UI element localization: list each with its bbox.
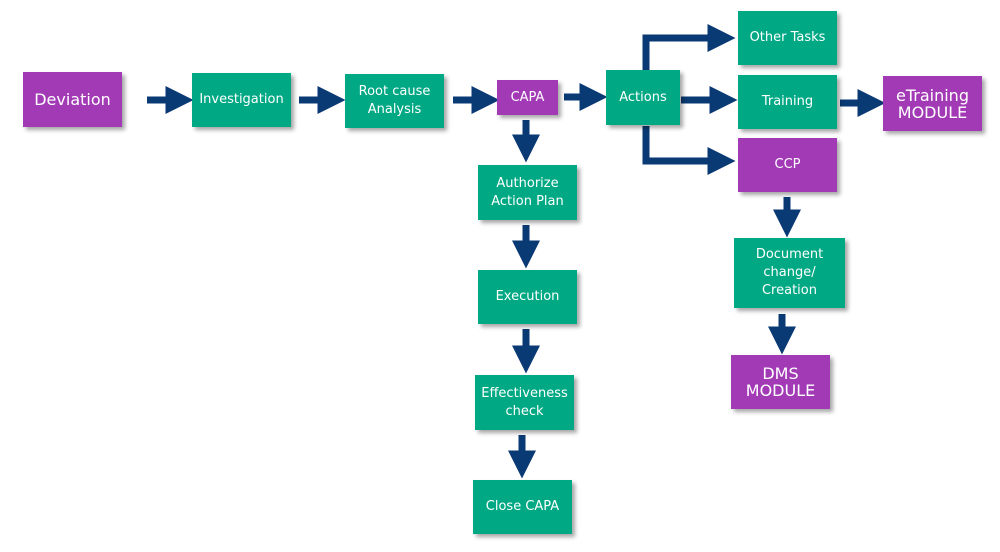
capa-node: CAPA	[497, 80, 558, 115]
arrow-actions-ccp	[642, 126, 736, 175]
arrow-actions-othertasks	[642, 24, 736, 70]
etraining-module-node: eTraining MODULE	[883, 76, 982, 131]
root-cause-analysis-node: Root cause Analysis	[345, 74, 444, 128]
deviation-node: Deviation	[23, 72, 122, 127]
actions-node: Actions	[606, 70, 680, 125]
other-tasks-node: Other Tasks	[738, 11, 837, 65]
execution-node: Execution	[478, 270, 577, 324]
investigation-node: Investigation	[192, 73, 291, 127]
dms-module-node: DMS MODULE	[731, 355, 830, 409]
document-change-creation-node: Document change/ Creation	[734, 238, 845, 308]
close-capa-node: Close CAPA	[473, 480, 572, 534]
authorize-action-plan-node: Authorize Action Plan	[478, 165, 577, 220]
ccp-node: CCP	[738, 138, 837, 192]
training-node: Training	[738, 75, 837, 129]
effectiveness-check-node: Effectiveness check	[475, 375, 574, 430]
